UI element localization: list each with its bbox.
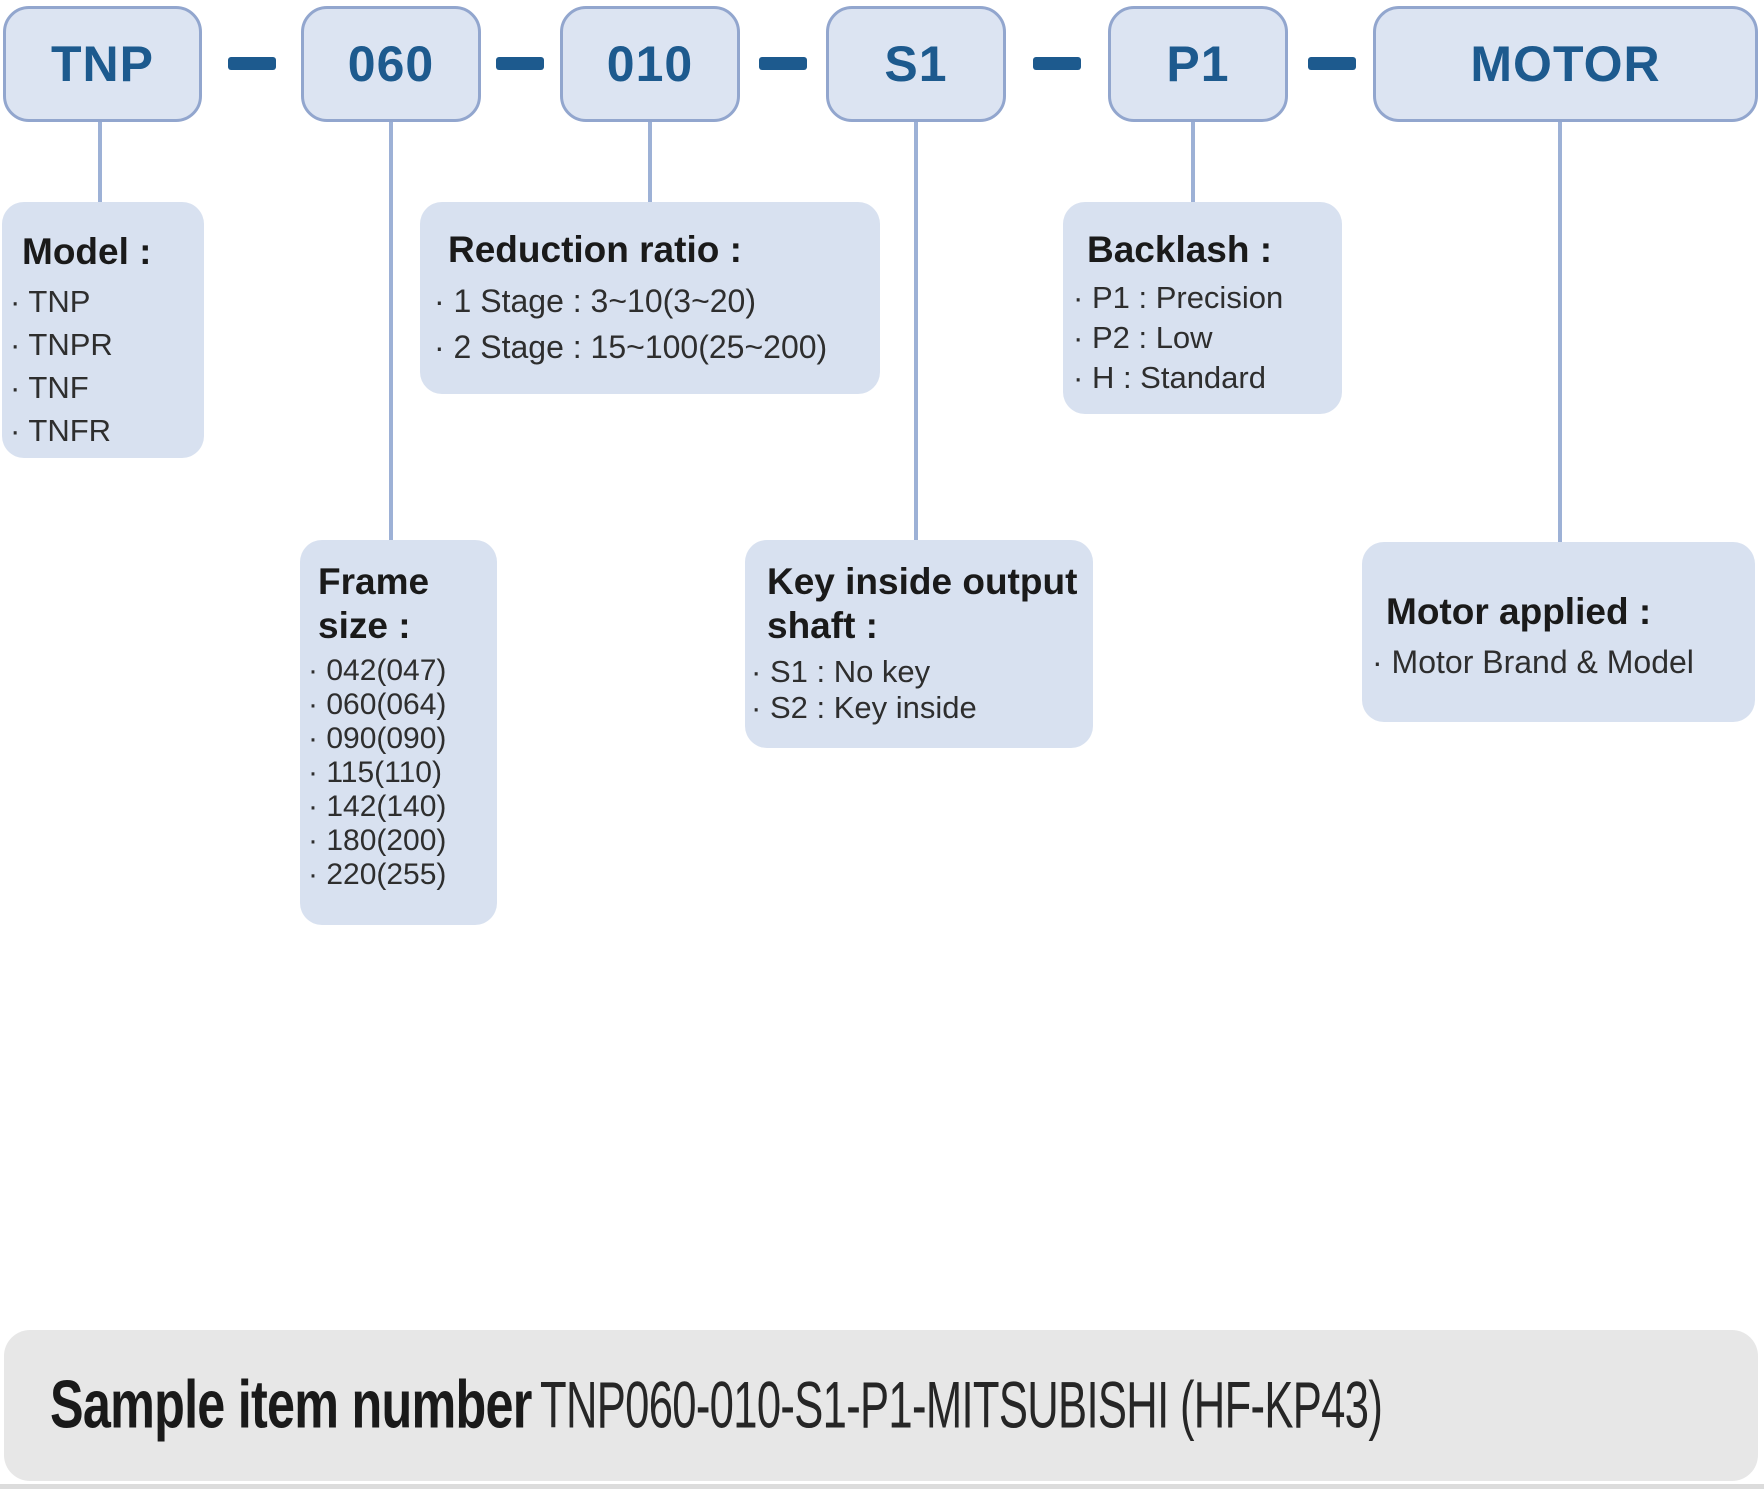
- model-title: Model :: [22, 231, 152, 272]
- list-item: Motor Brand & Model: [1372, 640, 1747, 684]
- list-item: 180(200): [308, 824, 493, 858]
- list-item: 060(064): [308, 688, 493, 722]
- detail-box-motor-applied: Motor applied : Motor Brand & Model: [1362, 542, 1755, 722]
- code-box-reduction-ratio: 010: [560, 6, 740, 122]
- list-item: 142(140): [308, 790, 493, 824]
- list-item: 042(047): [308, 654, 493, 688]
- list-item: 2 Stage : 15~100(25~200): [434, 324, 870, 370]
- code-label-frame-size: 060: [347, 36, 435, 92]
- code-box-model: TNP: [3, 6, 202, 122]
- connector-line-model: [98, 122, 102, 202]
- code-label-model: TNP: [51, 36, 154, 92]
- reduction-ratio-title: Reduction ratio :: [448, 229, 742, 270]
- connector-line-key: [914, 122, 918, 540]
- connector-line-backlash: [1191, 122, 1195, 202]
- list-item: P2 : Low: [1073, 318, 1336, 358]
- detail-box-reduction-ratio: Reduction ratio : 1 Stage : 3~10(3~20) 2…: [420, 202, 880, 394]
- code-label-backlash: P1: [1166, 36, 1230, 92]
- list-item: P1 : Precision: [1073, 278, 1336, 318]
- dash-separator: [1308, 57, 1356, 70]
- detail-box-backlash: Backlash : P1 : Precision P2 : Low H : S…: [1063, 202, 1342, 414]
- sample-item-label: Sample item number: [50, 1365, 532, 1442]
- code-label-reduction-ratio: 010: [606, 36, 694, 92]
- list-item: 1 Stage : 3~10(3~20): [434, 278, 870, 324]
- key-inside-output-shaft-title: Key inside output shaft :: [767, 561, 1078, 646]
- connector-line-frame-size: [389, 122, 393, 540]
- connector-line-motor: [1558, 122, 1562, 542]
- code-label-motor: MOTOR: [1470, 36, 1661, 92]
- sample-item-value: TNP060-010-S1-P1-MITSUBISHI (HF-KP43): [540, 1366, 1383, 1441]
- page-bottom-edge: [0, 1484, 1764, 1489]
- code-box-backlash: P1: [1108, 6, 1288, 122]
- backlash-title: Backlash :: [1087, 229, 1273, 270]
- list-item: TNPR: [10, 323, 198, 366]
- connector-line-reduction-ratio: [648, 122, 652, 202]
- sample-item-bar: Sample item number TNP060-010-S1-P1-MITS…: [4, 1330, 1758, 1481]
- list-item: TNP: [10, 280, 198, 323]
- frame-size-title: Frame size :: [318, 561, 430, 646]
- list-item: S2 : Key inside: [751, 690, 1085, 726]
- dash-separator: [228, 57, 276, 70]
- detail-box-model: Model : TNP TNPR TNF TNFR: [2, 202, 204, 458]
- code-box-frame-size: 060: [301, 6, 481, 122]
- list-item: TNF: [10, 366, 198, 409]
- code-label-key: S1: [884, 36, 948, 92]
- dash-separator: [1033, 57, 1081, 70]
- code-box-key: S1: [826, 6, 1006, 122]
- list-item: H : Standard: [1073, 358, 1336, 398]
- list-item: 115(110): [308, 756, 493, 790]
- detail-box-frame-size: Frame size : 042(047) 060(064) 090(090) …: [300, 540, 497, 925]
- detail-box-key-inside-output-shaft: Key inside output shaft : S1 : No key S2…: [745, 540, 1093, 748]
- code-box-motor: MOTOR: [1373, 6, 1758, 122]
- list-item: S1 : No key: [751, 654, 1085, 690]
- dash-separator: [759, 57, 807, 70]
- list-item: TNFR: [10, 409, 198, 452]
- motor-applied-title: Motor applied :: [1386, 591, 1652, 632]
- list-item: 220(255): [308, 858, 493, 892]
- list-item: 090(090): [308, 722, 493, 756]
- dash-separator: [496, 57, 544, 70]
